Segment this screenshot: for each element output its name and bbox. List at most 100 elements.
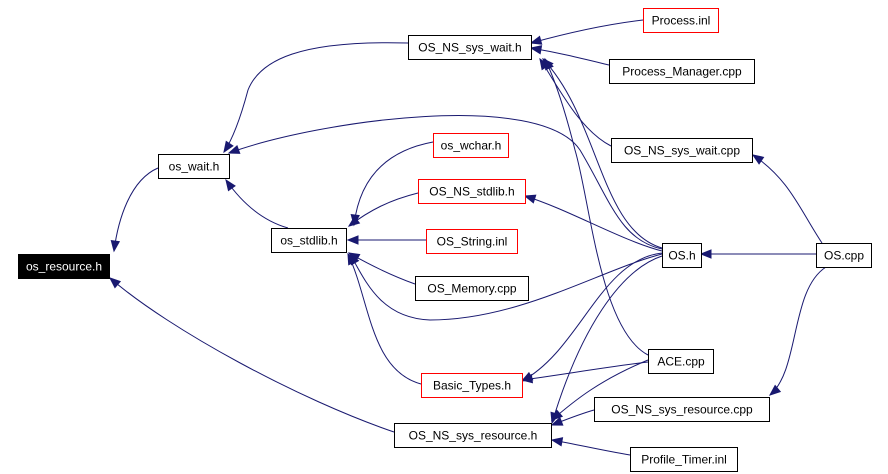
edges-layer — [108, 19, 827, 456]
node-box — [611, 138, 753, 163]
arrowhead — [544, 57, 554, 71]
arrowhead — [768, 384, 782, 396]
edge-line — [349, 253, 663, 321]
node-os-stdlib-h[interactable]: os_stdlib.h — [271, 228, 347, 253]
arrowhead — [227, 144, 241, 154]
node-label: os_stdlib.h — [280, 234, 337, 248]
node-box — [18, 254, 110, 279]
edge-ace_cpp-to-os_ns_sys_wait_h — [544, 57, 649, 356]
node-profile-timer-inl[interactable]: Profile_Timer.inl — [630, 447, 738, 472]
edge-line — [551, 439, 631, 456]
node-label: OS_NS_sys_wait.h — [418, 41, 521, 55]
edge-line — [544, 58, 649, 356]
arrowhead — [550, 437, 564, 447]
node-label: OS_String.inl — [437, 235, 508, 249]
node-label: Process_Manager.cpp — [622, 65, 742, 79]
node-box — [415, 276, 529, 301]
edge-os_cpp-to-os_ns_sys_wait_cpp — [751, 154, 823, 244]
node-os-string-inl[interactable]: OS_String.inl — [426, 229, 518, 254]
node-box — [630, 447, 738, 472]
arrowhead — [110, 239, 121, 253]
node-ace-cpp[interactable]: ACE.cpp — [648, 349, 714, 374]
node-label: OS_Memory.cpp — [427, 282, 516, 296]
arrowhead — [529, 45, 543, 55]
edge-os_ns_sys_resource_cpp-to-os_ns_sys_resource_h — [550, 409, 595, 426]
node-os-memory-cpp[interactable]: OS_Memory.cpp — [415, 276, 529, 301]
arrowhead — [347, 215, 361, 227]
node-os-ns-sys-wait-h[interactable]: OS_NS_sys_wait.h — [408, 35, 532, 60]
edge-profile_timer_inl-to-os_ns_sys_resource_h — [550, 437, 631, 456]
edge-os_h-to-os_ns_stdlib_h — [523, 194, 663, 252]
edge-ace_cpp-to-os_ns_sys_resource_h — [550, 359, 649, 421]
node-box — [648, 349, 714, 374]
edge-line — [769, 266, 827, 396]
arrowhead — [346, 235, 359, 245]
edge-line — [752, 154, 823, 244]
arrowhead — [520, 373, 534, 384]
arrowhead — [751, 154, 765, 165]
node-os-ns-sys-resource-cpp[interactable]: OS_NS_sys_resource.cpp — [594, 397, 770, 422]
node-box — [662, 243, 702, 268]
node-process-manager-cpp[interactable]: Process_Manager.cpp — [609, 59, 755, 84]
node-os-wchar-h[interactable]: os_wchar.h — [433, 133, 509, 158]
node-os-h[interactable]: OS.h — [662, 243, 702, 268]
node-label: OS.h — [668, 249, 695, 263]
node-os-resource-h[interactable]: os_resource.h — [18, 254, 110, 279]
arrowhead — [223, 140, 234, 154]
node-label: Process.inl — [652, 14, 711, 28]
node-label: os_resource.h — [26, 260, 102, 274]
node-label: OS_NS_sys_resource.h — [409, 429, 538, 443]
nodes-layer: os_resource.hos_wait.hos_stdlib.hOS_NS_s… — [18, 8, 872, 472]
edge-line — [521, 361, 649, 381]
node-label: os_wait.h — [169, 160, 220, 174]
edge-line — [551, 255, 663, 424]
edge-os_ns_stdlib_h-to-os_stdlib_h — [347, 192, 419, 227]
edge-ace_cpp-to-basic_types_h — [520, 361, 649, 384]
node-os-ns-stdlib-h[interactable]: OS_NS_stdlib.h — [418, 179, 526, 204]
node-box — [158, 154, 230, 179]
node-box — [643, 8, 719, 33]
edge-basic_types_h-to-os_stdlib_h — [347, 252, 422, 385]
edge-line — [113, 167, 159, 252]
node-label: OS.cpp — [824, 249, 864, 263]
edge-line — [109, 277, 395, 433]
node-basic-types-h[interactable]: Basic_Types.h — [421, 373, 523, 398]
node-box — [433, 133, 509, 158]
edge-os_cpp-to-os_h — [699, 249, 816, 259]
node-box — [394, 423, 552, 448]
arrowhead — [108, 277, 122, 289]
node-box — [271, 228, 347, 253]
edge-line — [521, 252, 663, 382]
node-os-cpp[interactable]: OS.cpp — [816, 243, 872, 268]
node-box — [408, 35, 532, 60]
node-box — [418, 179, 526, 204]
node-box — [816, 243, 872, 268]
node-box — [609, 59, 755, 84]
node-os-ns-sys-wait-cpp[interactable]: OS_NS_sys_wait.cpp — [611, 138, 753, 163]
node-os-wait-h[interactable]: os_wait.h — [158, 154, 230, 179]
edge-os_ns_sys_wait_h-to-os_wait_h — [223, 42, 409, 154]
edge-os_wait_h-to-os_resource_h — [110, 167, 159, 253]
arrowhead — [523, 194, 537, 204]
node-label: OS_NS_sys_wait.cpp — [624, 144, 740, 158]
node-os-ns-sys-resource-h[interactable]: OS_NS_sys_resource.h — [394, 423, 552, 448]
edge-line — [348, 252, 416, 285]
edge-line — [223, 42, 409, 153]
edge-os_cpp-to-os_ns_sys_resource_cpp — [768, 266, 827, 396]
edge-line — [524, 195, 663, 252]
node-label: OS_NS_sys_resource.cpp — [611, 403, 753, 417]
node-label: os_wchar.h — [441, 139, 502, 153]
edge-os_h-to-os_wait_h — [227, 115, 663, 250]
edge-line — [225, 179, 289, 229]
arrowhead — [550, 416, 564, 426]
node-box — [426, 229, 518, 254]
node-label: Profile_Timer.inl — [641, 453, 727, 467]
edge-process_inl-to-os_ns_sys_wait_h — [529, 19, 644, 45]
edge-line — [347, 253, 422, 385]
node-box — [421, 373, 523, 398]
node-process-inl[interactable]: Process.inl — [643, 8, 719, 33]
edge-line — [348, 192, 419, 227]
edge-os_h-to-basic_types_h — [520, 252, 663, 382]
node-box — [594, 397, 770, 422]
